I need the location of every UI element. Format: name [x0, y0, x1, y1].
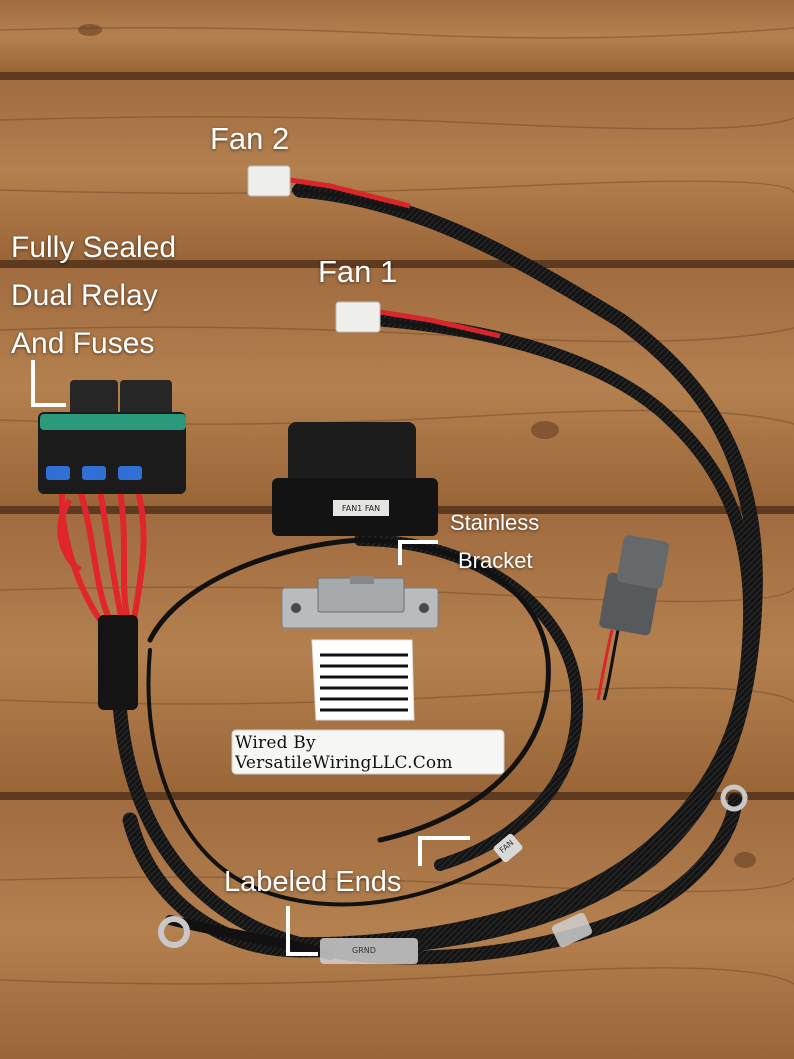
fan-2-label: Fan 2: [210, 121, 290, 156]
stainless-bracket: [281, 576, 439, 629]
fuse-box-label: FAN1 FAN: [341, 503, 381, 513]
callout-markers: [31, 360, 470, 956]
bracket-callout-line1: Stainless: [450, 510, 540, 535]
relay-callout-line3: And Fuses: [11, 327, 155, 360]
labeled-ends-callout: Labeled Ends: [224, 866, 402, 898]
relay-callout-line1: Fully Sealed: [11, 231, 177, 264]
fan-1-pigtail: [335, 301, 501, 344]
fan-2-pigtail: [247, 165, 411, 214]
relay-callout: Fully Sealed Dual Relay And Fuses: [11, 224, 176, 368]
wire-harness: [111, 182, 763, 965]
relay-fuse-block: [38, 380, 186, 710]
sticker-text: Wired By VersatileWiringLLC.Com: [235, 733, 453, 773]
fan-1-label: Fan 1: [318, 254, 398, 289]
bracket-callout-line2: Bracket: [458, 548, 533, 573]
relay-callout-line2: Dual Relay: [11, 279, 158, 312]
sensor-connector: [596, 535, 670, 701]
brand-sticker: [231, 639, 505, 775]
ground-wire-tag: GRND: [352, 946, 376, 955]
fuse-holder: [272, 422, 438, 536]
ring-terminals: [158, 784, 748, 964]
